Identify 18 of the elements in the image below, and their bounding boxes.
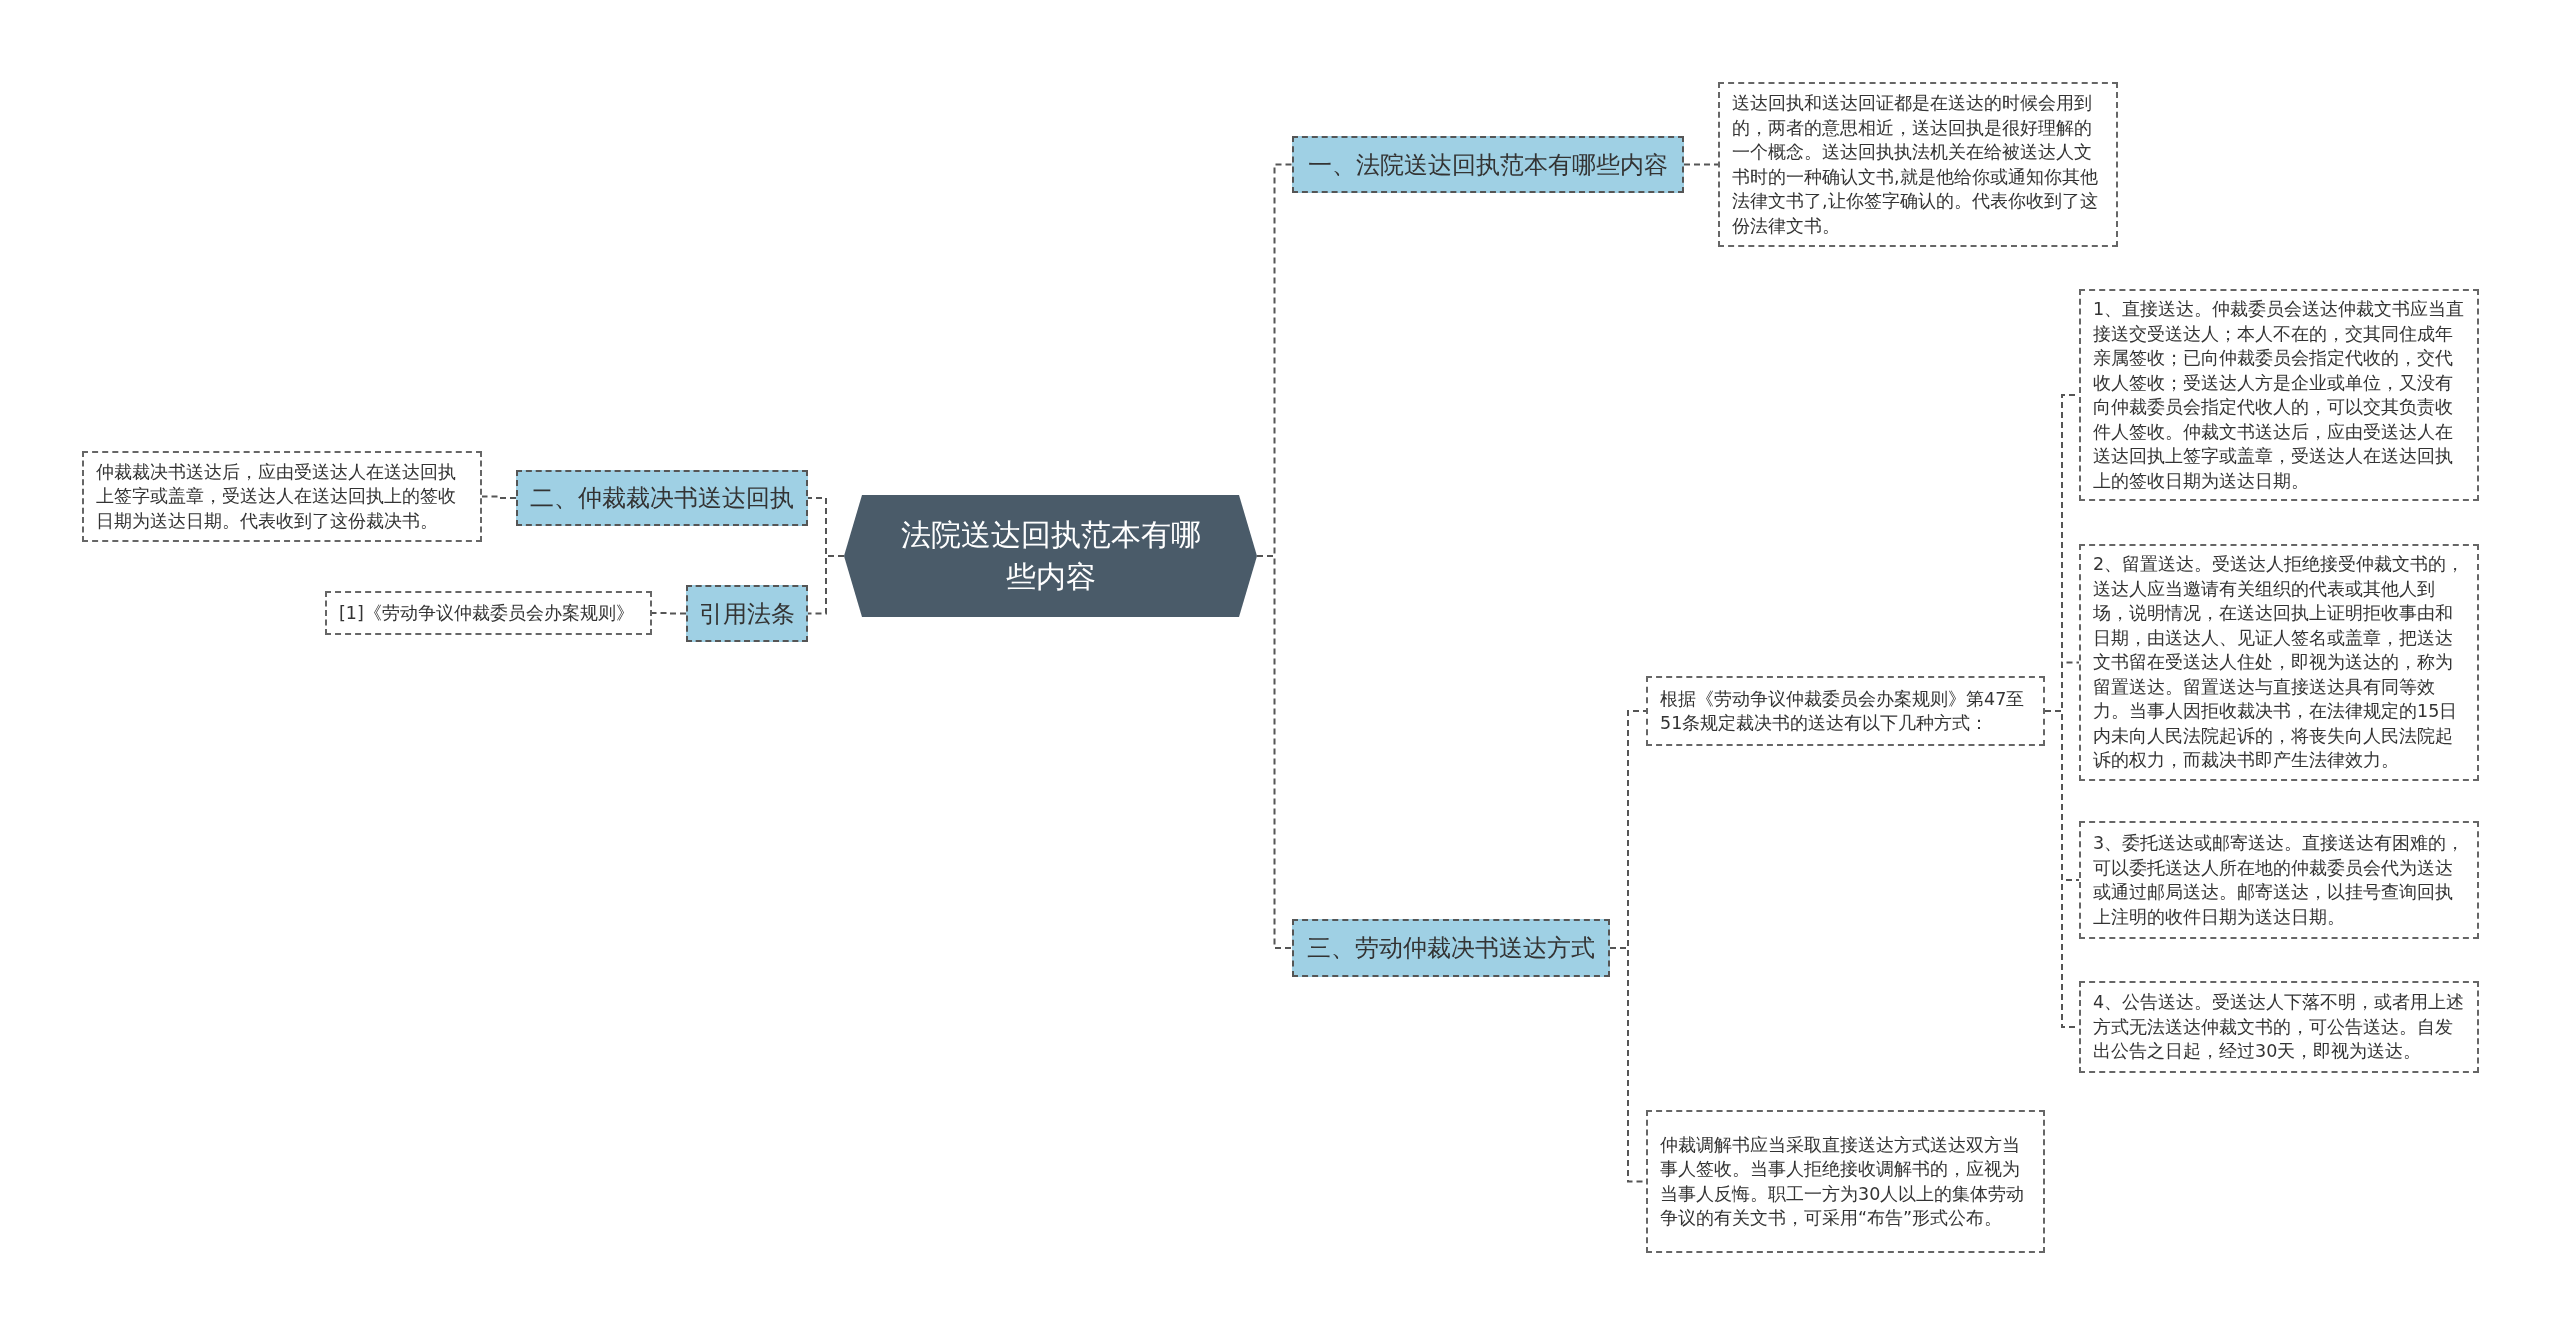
note-box: [1]《劳动争议仲裁委员会办案规则》 [325,591,652,635]
connector [1683,163,1719,166]
topic-box: 三、劳动仲裁决书送达方式 [1292,919,1610,977]
topic-box: 一、法院送达回执范本有哪些内容 [1292,136,1684,193]
note-box: 仲裁裁决书送达后，应由受送达人在送达回执上签字或盖章，受送达人在送达回执上的签收日期为送达日期。代表收到了这份裁决书。 [82,451,482,542]
connector [651,612,687,615]
note-box: 2、留置送达。受送达人拒绝接受仲裁文书的，送达人应当邀请有关组织的代表或其他人到场，说明情况，在送达回执上证明拒收事由和日期，由送达人、见证人签名或盖章，把送达文书留在受送达人住处，即视为送达的，称为留置送达。留置送达与直接送达具有同等效力。当事人因拒收裁决书，在法律规定的15日内未向人民法院起诉的，将丧失向人民法院起诉的权力，而裁决书即产生法律效力。 [2079,544,2479,781]
note-box: 根据《劳动争议仲裁委员会办案规则》第47至51条规定裁决书的送达有以下几种方式： [1646,676,2045,746]
note-box: 3、委托送达或邮寄送达。直接送达有困难的，可以委托送达人所在地的仲裁委员会代为送达或通过邮局送达。邮寄送达，以挂号查询回执上注明的收件日期为送达日期。 [2079,821,2479,939]
connector [807,555,845,615]
central-topic-hexagon: 法院送达回执范本有哪些内容 [844,495,1257,617]
topic-box: 引用法条 [686,585,808,642]
note-box: 4、公告送达。受送达人下落不明，或者用上述方式无法送达仲裁文书的，可公告送达。自发出公告之日起，经过30天，即视为送达。 [2079,981,2479,1073]
note-box: 1、直接送达。仲裁委员会送达仲裁文书应当直接送交受送达人；本人不在的，交其同住成年亲属签收；已向仲裁委员会指定代收的，交代收人签收；受送达人方是企业或单位，又没有向仲裁委员会指定代收人的，可以交其负责收件人签收。仲裁文书送达后，应由受送达人在送达回执上签字或盖章，受送达人在送达回执上的签收日期为送达日期。 [2079,289,2479,501]
note-box: 仲裁调解书应当采取直接送达方式送达双方当事人签收。当事人拒绝接收调解书的，应视为当事人反悔。职工一方为30人以上的集体劳动争议的有关文书，可采用“布告”形式公布。 [1646,1110,2045,1253]
connector [481,495,517,499]
note-box: 送达回执和送达回证都是在送达的时候会用到的，两者的意思相近，送达回执是很好理解的一个概念。送达回执执法机关在给被送达人文书时的一种确认文书,就是他给你或通知你其他法律文书了,让你签字确认的。代表你收到了这份法律文书。 [1718,82,2118,247]
topic-box: 二、仲裁裁决书送达回执 [516,470,808,526]
